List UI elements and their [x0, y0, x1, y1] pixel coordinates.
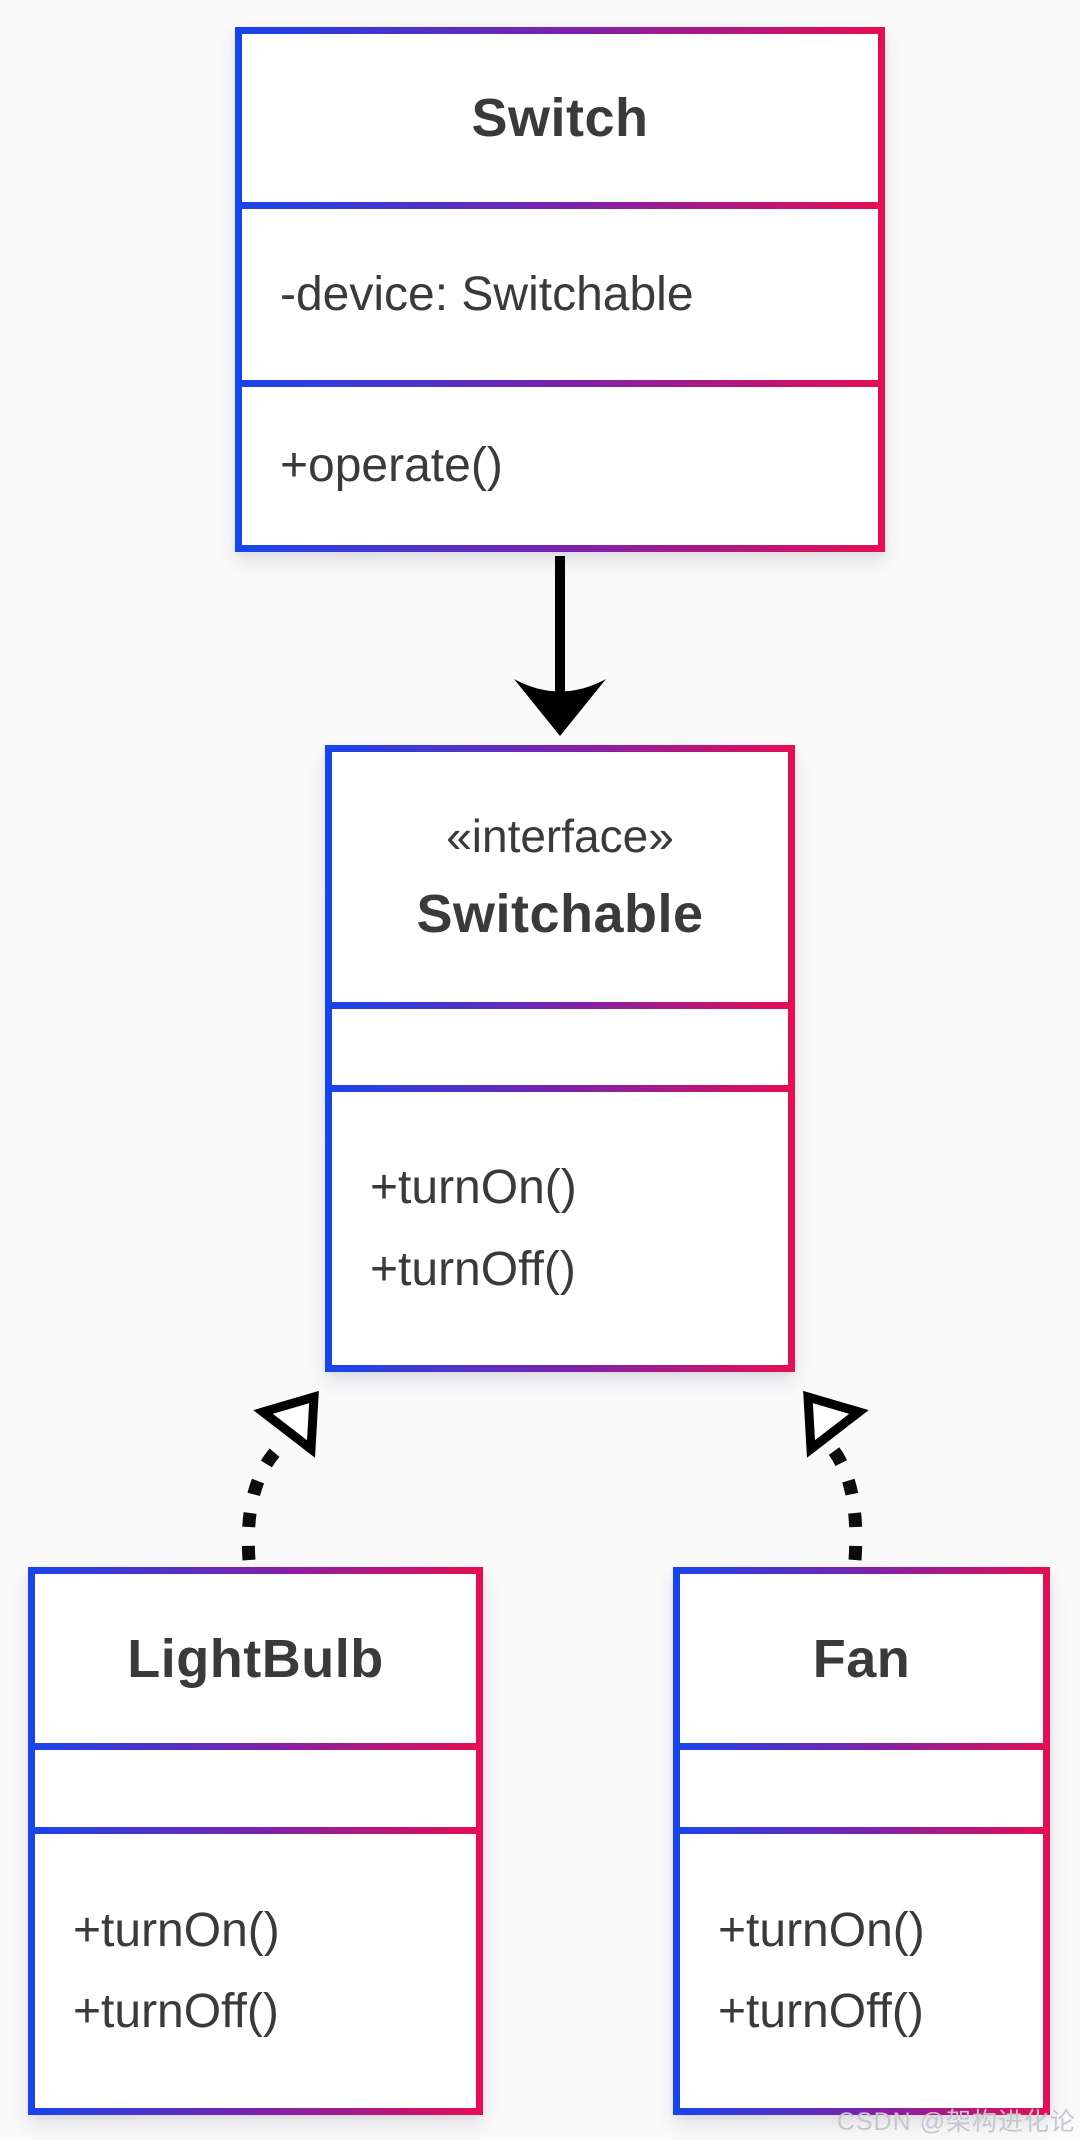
- switch-title-section: Switch: [242, 34, 878, 202]
- switch-class-name: Switch: [471, 88, 649, 148]
- lightbulb-method-turnoff: +turnOff(): [73, 1985, 279, 2038]
- class-box-lightbulb: LightBulb +turnOn() +turnOff(): [28, 1567, 483, 2115]
- switch-attributes-section: -device: Switchable: [242, 209, 878, 380]
- lightbulb-methods-section: +turnOn() +turnOff(): [35, 1834, 476, 2108]
- switchable-title-section: «interface» Switchable: [332, 752, 788, 1002]
- switch-methods-section: +operate(): [242, 387, 878, 545]
- fan-class-name: Fan: [812, 1628, 911, 1689]
- switchable-stereotype: «interface»: [446, 810, 674, 862]
- switch-method: +operate(): [280, 439, 503, 493]
- realization-arrow-fan-to-switchable: [803, 1390, 869, 1561]
- fan-methods-section: +turnOn() +turnOff(): [680, 1834, 1043, 2108]
- hollow-triangle-arrowhead-icon: [253, 1390, 319, 1458]
- fan-title-section: Fan: [680, 1574, 1043, 1743]
- class-box-fan: Fan +turnOn() +turnOff(): [673, 1567, 1050, 2115]
- lightbulb-title-section: LightBulb: [35, 1574, 476, 1743]
- switchable-attributes-section-empty: [332, 1009, 788, 1085]
- fan-method-turnoff: +turnOff(): [718, 1985, 924, 2038]
- switchable-method-turnoff: +turnOff(): [370, 1242, 576, 1296]
- solid-arrowhead-icon: [514, 679, 606, 736]
- realization-arrow-lightbulb-to-switchable: [241, 1390, 319, 1561]
- class-box-switch: Switch -device: Switchable +operate(): [235, 27, 885, 552]
- watermark-text: CSDN @架构进化论: [836, 2108, 1076, 2136]
- switchable-method-turnon: +turnOn(): [370, 1161, 577, 1215]
- fan-method-turnon: +turnOn(): [718, 1903, 925, 1957]
- association-arrow-switch-to-switchable: [514, 556, 606, 736]
- lightbulb-attributes-section-empty: [35, 1750, 476, 1827]
- hollow-triangle-arrowhead-icon: [803, 1390, 869, 1458]
- interface-box-switchable: «interface» Switchable +turnOn() +turnOf…: [325, 745, 795, 1372]
- fan-attributes-section-empty: [680, 1750, 1043, 1827]
- switchable-interface-name: Switchable: [416, 884, 704, 944]
- switchable-methods-section: +turnOn() +turnOff(): [332, 1092, 788, 1365]
- lightbulb-class-name: LightBulb: [127, 1628, 384, 1689]
- switch-attribute: -device: Switchable: [280, 267, 694, 321]
- lightbulb-method-turnon: +turnOn(): [73, 1903, 280, 1957]
